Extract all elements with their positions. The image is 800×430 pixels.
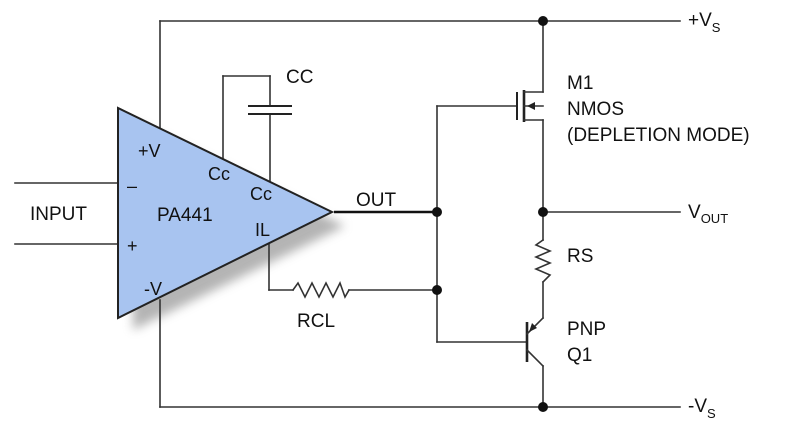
neg-rail-label: -VS bbox=[688, 396, 716, 421]
labels: INPUT +V – + -V Cc Cc IL PA441 CC OUT RC… bbox=[30, 10, 750, 421]
neg-rail-sub: S bbox=[707, 406, 716, 421]
rs-label: RS bbox=[567, 246, 593, 267]
input-label: INPUT bbox=[30, 204, 87, 225]
bjt-q1 bbox=[525, 316, 545, 368]
neg-supply-pin-label: -V bbox=[144, 279, 162, 299]
node-rcl bbox=[432, 285, 442, 295]
rcl-label: RCL bbox=[297, 311, 335, 332]
resistor-rs bbox=[533, 238, 553, 284]
wires bbox=[14, 20, 681, 408]
amplifier-body bbox=[117, 106, 335, 320]
node-neg-rail bbox=[538, 402, 548, 412]
mosfet-m1 bbox=[516, 90, 544, 122]
pos-supply-pin-label: +V bbox=[138, 141, 161, 161]
output-label: OUT bbox=[356, 190, 397, 211]
bjt-name-label: Q1 bbox=[567, 345, 592, 366]
pos-rail-sub: S bbox=[712, 20, 721, 35]
inv-input-pin-label: – bbox=[127, 176, 137, 196]
pos-rail-label: +VS bbox=[688, 10, 721, 35]
bjt-type-label: PNP bbox=[567, 319, 606, 340]
vout-label: VOUT bbox=[688, 202, 728, 226]
current-limit-pin-label: IL bbox=[255, 220, 270, 240]
noninv-input-pin-label: + bbox=[127, 236, 138, 256]
resistor-rcl bbox=[291, 280, 351, 299]
cc-label: CC bbox=[286, 67, 313, 88]
mosfet-mode-label: (DEPLETION MODE) bbox=[567, 125, 750, 146]
comp-pin-1-label: Cc bbox=[208, 164, 230, 184]
pos-rail-main: +V bbox=[688, 10, 712, 31]
vout-main: V bbox=[688, 202, 701, 223]
mosfet-name-label: M1 bbox=[567, 73, 593, 94]
comp-pin-2-label: Cc bbox=[250, 184, 272, 204]
amplifier-name-label: PA441 bbox=[157, 205, 213, 226]
node-output bbox=[432, 207, 442, 217]
node-vout bbox=[538, 207, 548, 217]
capacitor-cc bbox=[248, 105, 292, 115]
node-pos-rail bbox=[538, 16, 548, 26]
neg-rail-main: -V bbox=[688, 396, 707, 417]
junction-nodes bbox=[432, 16, 548, 412]
vout-sub: OUT bbox=[701, 211, 729, 226]
mosfet-type-label: NMOS bbox=[567, 99, 624, 120]
